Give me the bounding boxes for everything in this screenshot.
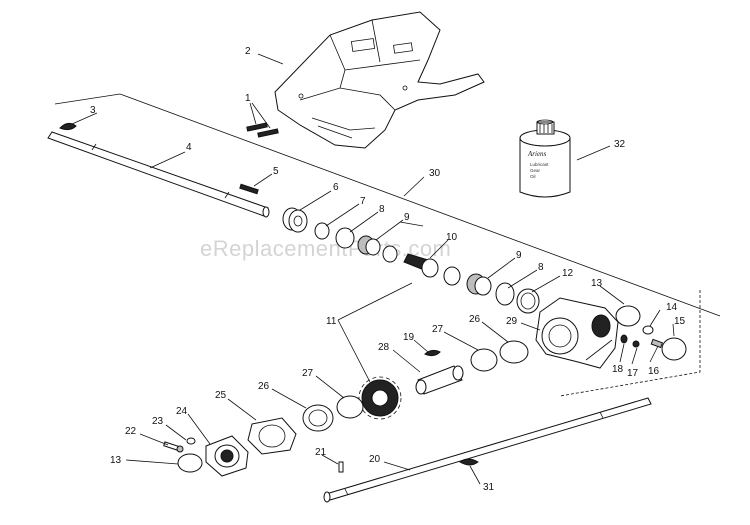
callout-13: 13 [591,278,603,289]
part-9-bearing-right [466,273,492,296]
part-15-cap [661,337,687,361]
callout-1: 1 [245,93,251,104]
bottle-label-line-2: Gear [530,168,541,173]
callout-18: 18 [612,364,624,375]
part-27-seal-left [336,395,364,419]
part-32-oil-bottle: Ariens Lubricant Gear Oil [519,119,571,198]
callout-8b: 8 [538,262,544,273]
part-28-sleeve [415,365,464,395]
part-13-ring-right [615,305,641,327]
callout-22: 22 [125,426,137,437]
callout-12: 12 [562,268,574,279]
callout-6: 6 [333,182,339,193]
part-3-key [59,122,77,131]
part-1-pins [246,122,279,138]
part-18-washer [620,334,628,344]
part-11-gear [358,376,402,420]
callout-20: 20 [369,454,381,465]
callout-25: 25 [215,390,227,401]
part-19-key [424,349,441,357]
part-16-bolt [650,338,664,349]
part-24-flange [205,435,249,477]
bottle-brand-text: Ariens [527,150,547,158]
part-8-washer-right [495,282,515,306]
part-10-coupling [382,245,461,286]
callout-5: 5 [273,166,279,177]
callout-8: 8 [379,204,385,215]
part-12-ring [516,288,540,314]
part-7-seal [314,222,330,240]
callout-28: 28 [378,342,390,353]
part-5-key [239,183,259,195]
part-25-gasket [247,417,297,455]
callout-3: 3 [90,105,96,116]
part-14-washer [642,325,654,335]
part-6-bearing [282,207,308,233]
callout-9b: 9 [516,250,522,261]
callout-26: 26 [469,314,481,325]
part-4-shaft [47,131,270,218]
callout-14: 14 [666,302,678,313]
callout-11: 11 [326,316,337,327]
callout-10: 10 [446,232,458,243]
callout-24: 24 [176,406,188,417]
callout-numbers: 1 2 3 4 5 6 7 8 9 10 9 8 12 13 14 15 16 … [90,46,686,493]
leader-lines [71,53,675,485]
callout-21: 21 [315,447,327,458]
part-27-seal-right [470,348,498,372]
callout-16: 16 [648,366,660,377]
part-9-bearing [357,235,381,256]
callout-26b: 26 [258,381,270,392]
callout-23: 23 [152,416,164,427]
callout-4: 4 [186,142,192,153]
assembly-axis-line [54,93,721,317]
callout-19: 19 [403,332,415,343]
callout-17: 17 [627,368,639,379]
part-26-bearing-right [499,340,529,364]
part-17-nut [632,340,640,348]
part-26-bearing-left [302,404,334,432]
callout-2: 2 [245,46,251,57]
part-20-shaft [323,397,652,503]
callout-30: 30 [429,168,441,179]
bottle-label-line-3: Oil [530,174,536,179]
part-29-gear-case [535,297,619,369]
part-22-bolt [163,441,184,453]
part-23-washer [186,437,196,445]
callout-32: 32 [614,139,626,150]
bottle-label-line-1: Lubricant [530,162,549,167]
callout-9: 9 [404,212,410,223]
callout-31: 31 [483,482,495,493]
callout-7: 7 [360,196,366,207]
part-31-key [459,458,479,466]
callout-27: 27 [432,324,444,335]
part-2-housing [274,11,485,149]
callout-13b: 13 [110,455,122,466]
part-21-key [338,461,344,473]
callout-27b: 27 [302,368,314,379]
callout-15: 15 [674,316,686,327]
callout-29: 29 [506,316,518,327]
part-8-washer [335,227,355,249]
assembly-bracket [559,290,701,397]
part-13-ring-left [177,453,203,473]
